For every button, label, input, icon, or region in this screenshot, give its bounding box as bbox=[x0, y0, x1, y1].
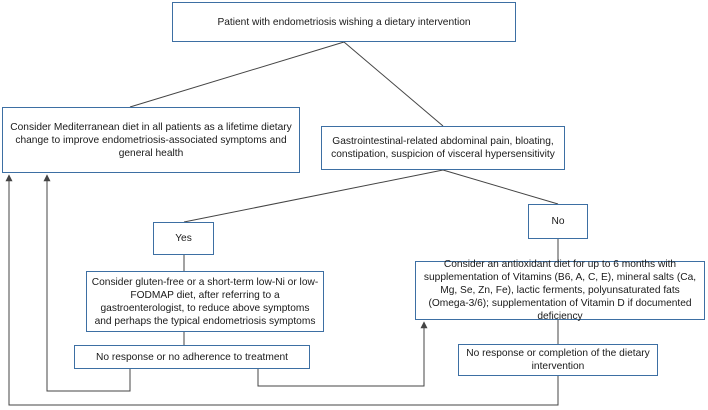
node-no-response-2: No response or completion of the dietary… bbox=[458, 344, 658, 376]
edge-gi-to-yes bbox=[183, 169, 444, 223]
edge-root-to-mediterranean bbox=[129, 41, 345, 108]
node-yes-label: Yes bbox=[175, 233, 192, 244]
node-no: No bbox=[528, 204, 588, 239]
edge-noresponse1-to-antioxidant bbox=[257, 321, 428, 387]
node-gluten-free-diet-label: Consider gluten-free or a short-term low… bbox=[91, 276, 319, 327]
edge-gi-to-no bbox=[442, 169, 559, 205]
node-yes: Yes bbox=[153, 222, 214, 255]
node-no-response-2-label: No response or completion of the dietary… bbox=[466, 348, 650, 372]
node-gi-symptoms: Gastrointestinal-related abdominal pain,… bbox=[321, 126, 565, 170]
edge-noresponse2-to-mediterranean bbox=[5, 174, 559, 406]
node-root: Patient with endometriosis wishing a die… bbox=[172, 2, 516, 42]
node-mediterranean-diet: Consider Mediterranean diet in all patie… bbox=[2, 107, 300, 173]
node-no-label: No bbox=[551, 216, 565, 227]
node-gluten-free-diet: Consider gluten-free or a short-term low… bbox=[86, 271, 324, 332]
edge-root-to-gi bbox=[343, 41, 444, 127]
node-no-response-1-label: No response or no adherence to treatment bbox=[96, 351, 288, 363]
node-no-response-1: No response or no adherence to treatment bbox=[74, 345, 310, 369]
node-gi-symptoms-label: Gastrointestinal-related abdominal pain,… bbox=[331, 136, 555, 160]
node-antioxidant-diet-label: Consider an antioxidant diet for up to 6… bbox=[423, 259, 697, 322]
edge-noresponse1-to-mediterranean bbox=[43, 174, 131, 392]
node-root-label: Patient with endometriosis wishing a die… bbox=[217, 16, 471, 28]
node-mediterranean-diet-label: Consider Mediterranean diet in all patie… bbox=[10, 121, 292, 159]
node-antioxidant-diet: Consider an antioxidant diet for up to 6… bbox=[415, 259, 705, 322]
